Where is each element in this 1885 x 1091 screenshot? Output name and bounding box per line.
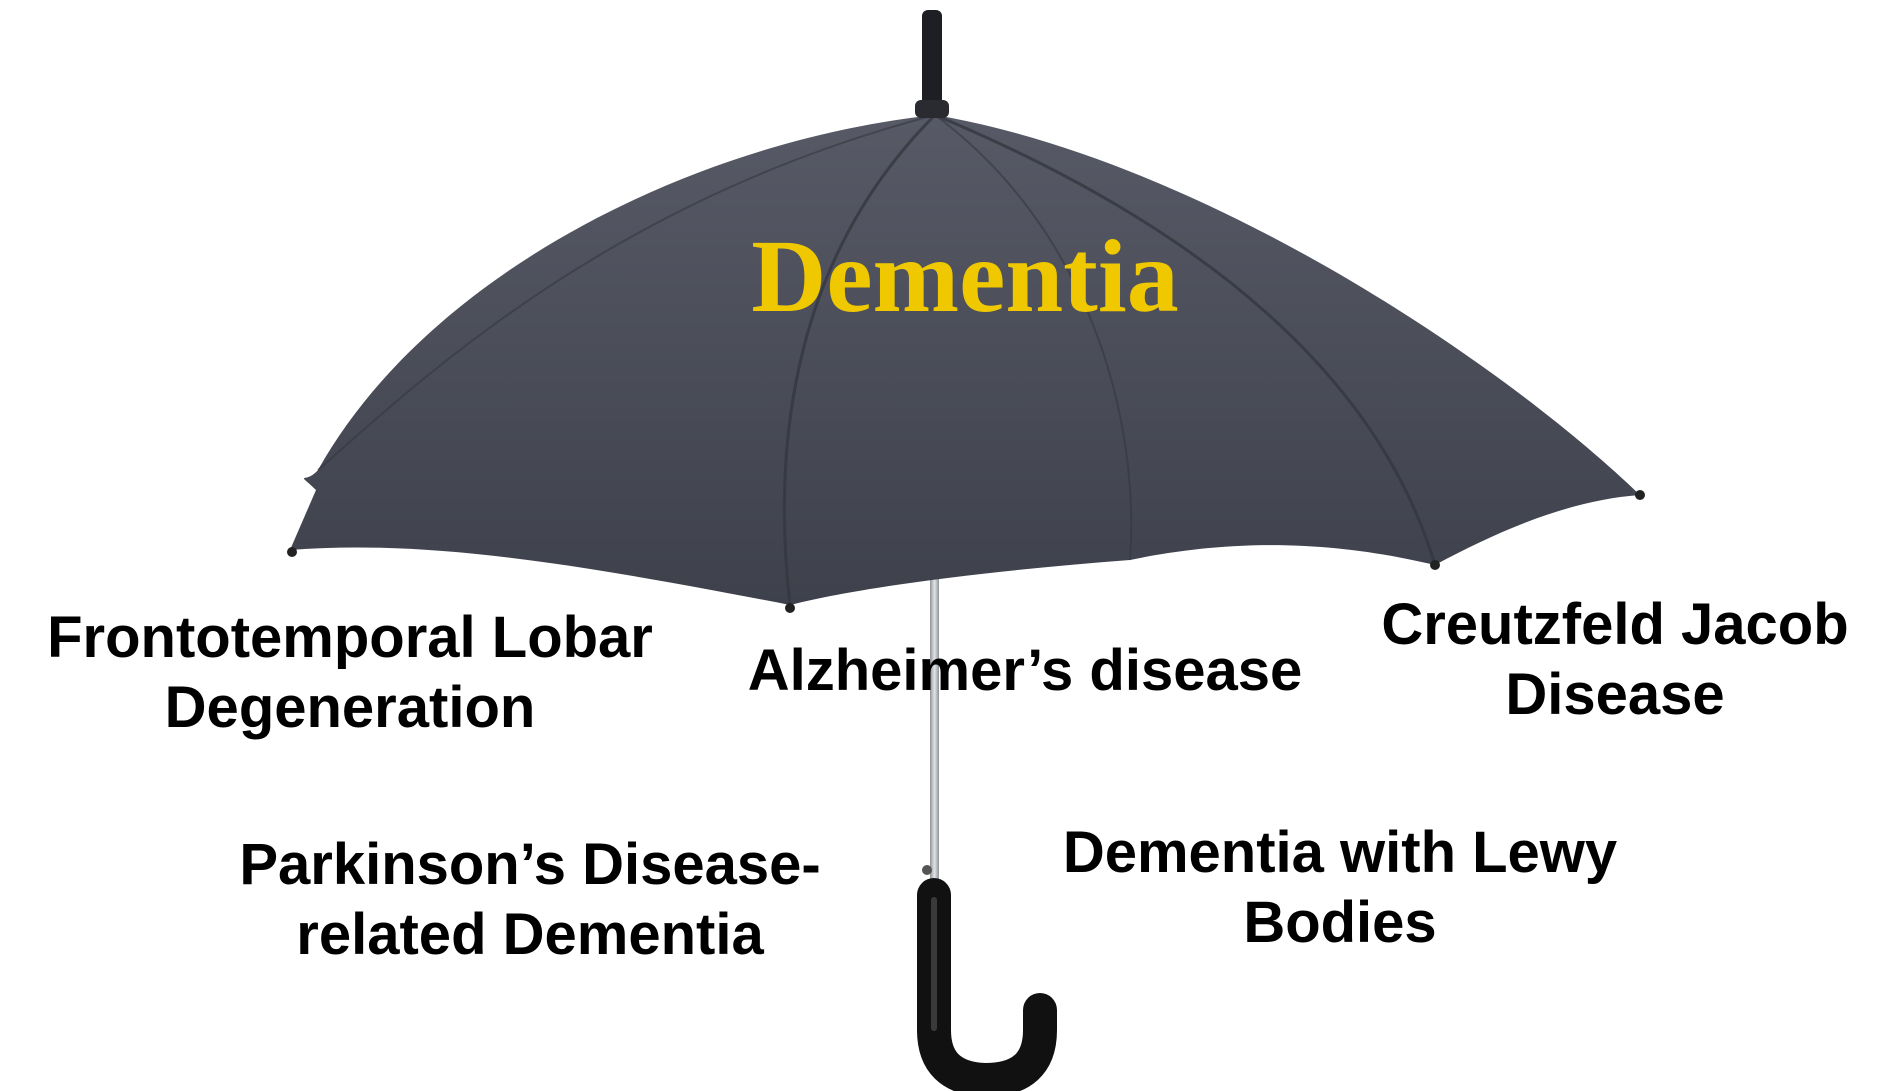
rib-tip <box>785 603 795 613</box>
rib-tip <box>1635 490 1645 500</box>
label-alzheimers-disease: Alzheimer’s disease <box>700 636 1350 706</box>
label-line: Alzheimer’s disease <box>700 636 1350 706</box>
label-frontotemporal-lobar-degeneration: Frontotemporal Lobar Degeneration <box>0 603 700 743</box>
shaft-button <box>922 865 932 875</box>
label-line: Frontotemporal Lobar <box>0 603 700 673</box>
label-line: Bodies <box>1010 888 1670 958</box>
label-parkinsons-disease-dementia: Parkinson’s Disease- related Dementia <box>180 830 880 970</box>
label-creutzfeld-jacob-disease: Creutzfeld Jacob Disease <box>1345 590 1885 730</box>
label-line: Degeneration <box>0 673 700 743</box>
umbrella-canopy <box>290 115 1640 605</box>
label-line: Creutzfeld Jacob <box>1345 590 1885 660</box>
label-line: Dementia with Lewy <box>1010 818 1670 888</box>
label-dementia-with-lewy-bodies: Dementia with Lewy Bodies <box>1010 818 1670 958</box>
label-line: related Dementia <box>180 900 880 970</box>
umbrella-shaft <box>930 560 939 900</box>
label-line: Disease <box>1345 660 1885 730</box>
rib-tip <box>1430 560 1440 570</box>
diagram-title: Dementia <box>655 225 1275 329</box>
umbrella-ferrule <box>922 10 942 110</box>
label-line: Parkinson’s Disease- <box>180 830 880 900</box>
rib-tip <box>287 547 297 557</box>
